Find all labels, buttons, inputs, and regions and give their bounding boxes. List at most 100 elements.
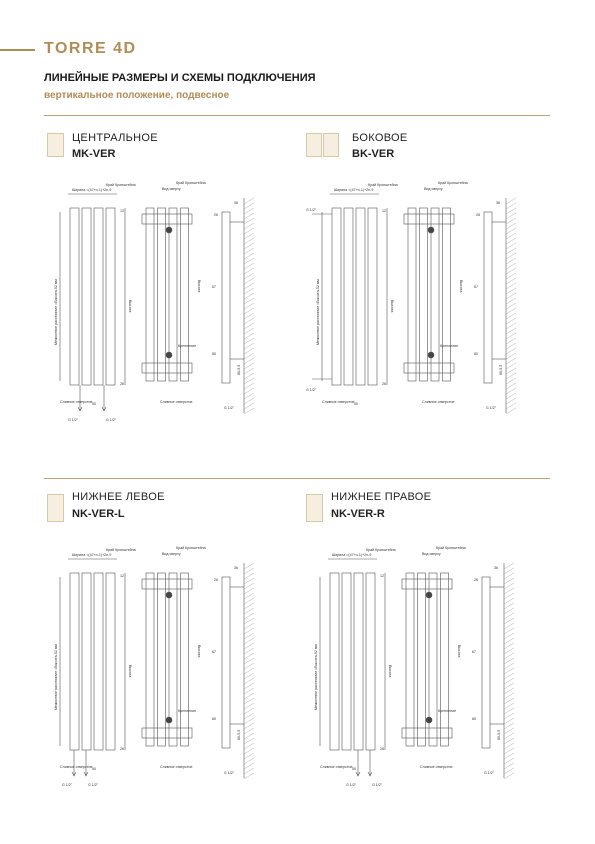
valve-label: Крепление <box>178 709 196 713</box>
wall-hatch <box>243 372 255 380</box>
connection-icon-bottom-right <box>306 494 323 522</box>
wall-hatch <box>503 632 515 640</box>
side-dim-67: 67 <box>474 285 478 289</box>
wall-hatch <box>503 677 515 685</box>
thread-label-right: G 1/2" <box>88 783 99 787</box>
wall-hatch <box>243 322 255 330</box>
radiator-tube-front <box>69 572 80 751</box>
radiator-tube-rear <box>157 572 166 747</box>
dimension-26-label: 26 <box>380 747 384 751</box>
side-dim-80: 80 <box>472 717 476 721</box>
wall-hatch <box>503 732 515 740</box>
wall-hatch <box>243 622 255 630</box>
side-dim-mid: 80-5,5 <box>497 730 501 740</box>
section-name-bottom-right: НИЖНЕЕ ПРАВОЕ <box>331 491 432 503</box>
wall-hatch <box>243 262 255 270</box>
wall-hatch <box>243 577 255 585</box>
edge-bracket-rear-label: Край Кронштейна <box>438 181 468 185</box>
wall-hatch <box>243 247 255 255</box>
radiator-tube-rear <box>430 207 440 382</box>
side-profile <box>483 211 493 384</box>
wall-hatch <box>243 207 255 215</box>
side-dim-26: 26 <box>214 213 218 217</box>
brand-accent-line <box>0 49 35 51</box>
thread-label-left: G 1/2" <box>68 418 79 422</box>
section-code-side: BK-VER <box>352 148 395 160</box>
wall-hatch <box>243 572 255 580</box>
wall-hatch <box>505 197 517 205</box>
wall-hatch <box>243 647 255 655</box>
radiator-tube-rear <box>442 207 451 382</box>
height-label: Высота <box>128 665 132 677</box>
wall-hatch <box>505 362 517 370</box>
wall-hatch <box>503 692 515 700</box>
wall-hatch <box>505 372 517 380</box>
dimension-26-label: 26 <box>120 747 124 751</box>
height-rear-label: Высота <box>197 280 201 292</box>
thread-label-top: G 1/2" <box>306 208 317 212</box>
flow-arrow <box>77 406 83 412</box>
radiator-tube-front <box>105 572 116 751</box>
height-rear-label: Высота <box>459 280 463 292</box>
wall-hatch <box>243 732 255 740</box>
wall-hatch <box>243 657 255 665</box>
wall-hatch <box>243 342 255 350</box>
wall-hatch <box>503 727 515 735</box>
side-profile <box>221 211 231 384</box>
wall-hatch <box>243 752 255 760</box>
wall-hatch <box>505 402 517 410</box>
wall-hatch <box>503 602 515 610</box>
section-name-side: БОКОВОЕ <box>352 132 408 144</box>
section-name-central: ЦЕНТРАЛЬНОЕ <box>72 132 158 144</box>
wall-hatch <box>505 352 517 360</box>
section-divider <box>44 478 550 479</box>
wall-hatch <box>505 242 517 250</box>
radiator-tube-rear <box>407 207 417 382</box>
height-label: Высота <box>388 665 392 677</box>
wall-hatch <box>243 297 255 305</box>
view-top-label: Вид сверху <box>162 552 181 556</box>
bracket-top <box>425 591 433 599</box>
side-dim-67: 67 <box>212 285 216 289</box>
wall-hatch <box>503 607 515 615</box>
radiator-tube-front <box>367 207 378 386</box>
side-dim-80: 80 <box>212 352 216 356</box>
wall-hatch <box>503 652 515 660</box>
side-dim-mid: 80-5,5 <box>237 730 241 740</box>
wall-hatch <box>243 612 255 620</box>
wall-hatch <box>503 767 515 775</box>
section-code-bottom-right: NK-VER-R <box>331 508 385 520</box>
radiator-tube-front <box>341 572 352 751</box>
wall-hatch <box>503 597 515 605</box>
wall-hatch <box>505 292 517 300</box>
wall-hatch <box>505 282 517 290</box>
radiator-tube-front <box>81 572 92 751</box>
page-title: ЛИНЕЙНЫЕ РАЗМЕРЫ И СХЕМЫ ПОДКЛЮЧЕНИЯ <box>44 72 316 84</box>
edge-bracket-rear-label: Край Кронштейна <box>176 546 206 550</box>
side-dim-67: 67 <box>472 650 476 654</box>
height-label: Высота <box>390 300 394 312</box>
connection-icon-side <box>306 133 339 157</box>
wall-hatch <box>503 682 515 690</box>
wall-hatch <box>503 647 515 655</box>
wall-hatch <box>243 707 255 715</box>
wall-hatch <box>505 297 517 305</box>
height-rear-label: Высота <box>197 645 201 657</box>
wall-hatch <box>505 392 517 400</box>
side-dim-80: 80 <box>474 352 478 356</box>
wall-hatch <box>243 582 255 590</box>
side-dim-mid: 80-5,5 <box>499 365 503 375</box>
wall-hatch <box>505 407 517 415</box>
wall-hatch <box>243 692 255 700</box>
side-thread-label: G 1/2" <box>224 406 235 410</box>
rear-bottom-collector <box>401 727 453 739</box>
valve-label: Крепление <box>438 709 456 713</box>
wall-hatch <box>243 682 255 690</box>
wall-hatch <box>243 757 255 765</box>
connection-icon-central <box>47 133 64 157</box>
wall-hatch <box>505 342 517 350</box>
wall-hatch <box>243 267 255 275</box>
wall-hatch <box>243 292 255 300</box>
radiator-tube-rear <box>440 572 449 747</box>
